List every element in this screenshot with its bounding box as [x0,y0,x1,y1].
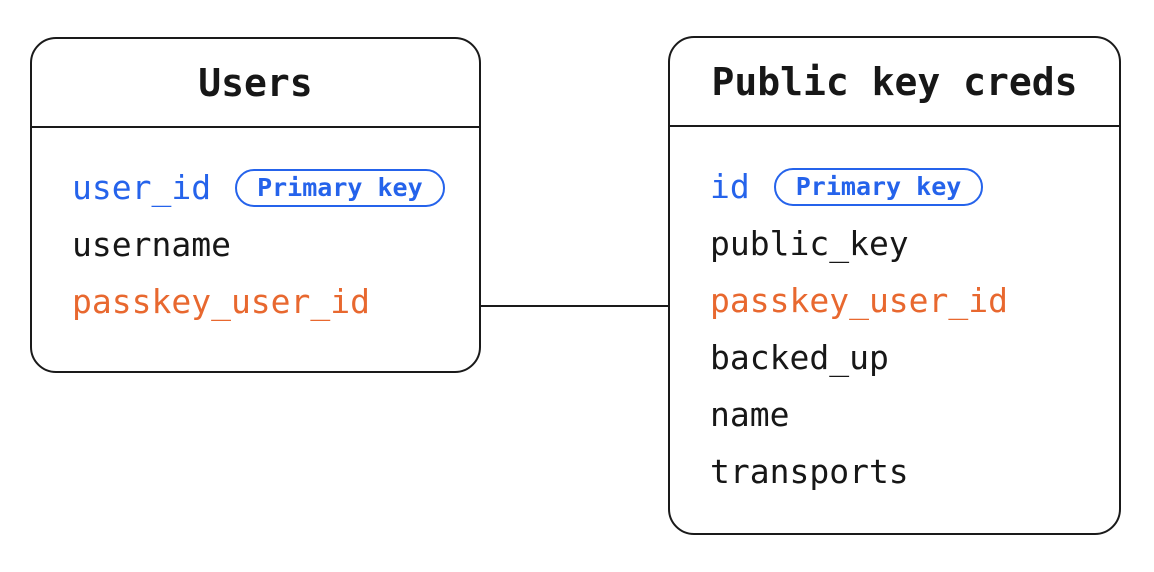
field-name-passkey-user-id: passkey_user_id [72,282,371,321]
field-row-username: username [72,216,479,273]
field-name-backed-up: backed_up [710,338,889,377]
field-name-name: name [710,395,790,434]
field-name-username: username [72,225,231,264]
field-name-transports: transports [710,452,909,491]
field-row-public-key: public_key [710,215,1119,272]
primary-key-badge: Primary key [235,168,445,207]
field-row-transports: transports [710,443,1119,500]
table-users-header: Users [32,39,479,128]
field-name-id: id [710,167,750,206]
table-public-key-creds-fields: id Primary key public_key passkey_user_i… [670,127,1119,500]
primary-key-badge: Primary key [773,167,984,206]
field-name-public-key: public_key [710,224,909,263]
table-public-key-creds: Public key creds id Primary key public_k… [668,36,1121,535]
field-name-passkey-user-id: passkey_user_id [710,281,1009,320]
field-name-user-id: user_id [72,168,212,207]
field-row-name: name [710,386,1119,443]
field-row-id: id Primary key [710,158,1119,215]
table-users: Users user_id Primary key username passk… [30,37,481,373]
field-row-backed-up: backed_up [710,329,1119,386]
table-public-key-creds-header: Public key creds [670,38,1119,127]
field-row-passkey-user-id: passkey_user_id [710,272,1119,329]
field-row-passkey-user-id: passkey_user_id [72,273,479,330]
table-users-fields: user_id Primary key username passkey_use… [32,128,479,330]
field-row-user-id: user_id Primary key [72,159,479,216]
table-public-key-creds-title: Public key creds [711,59,1078,104]
relation-line [481,305,668,307]
table-users-title: Users [198,60,313,105]
